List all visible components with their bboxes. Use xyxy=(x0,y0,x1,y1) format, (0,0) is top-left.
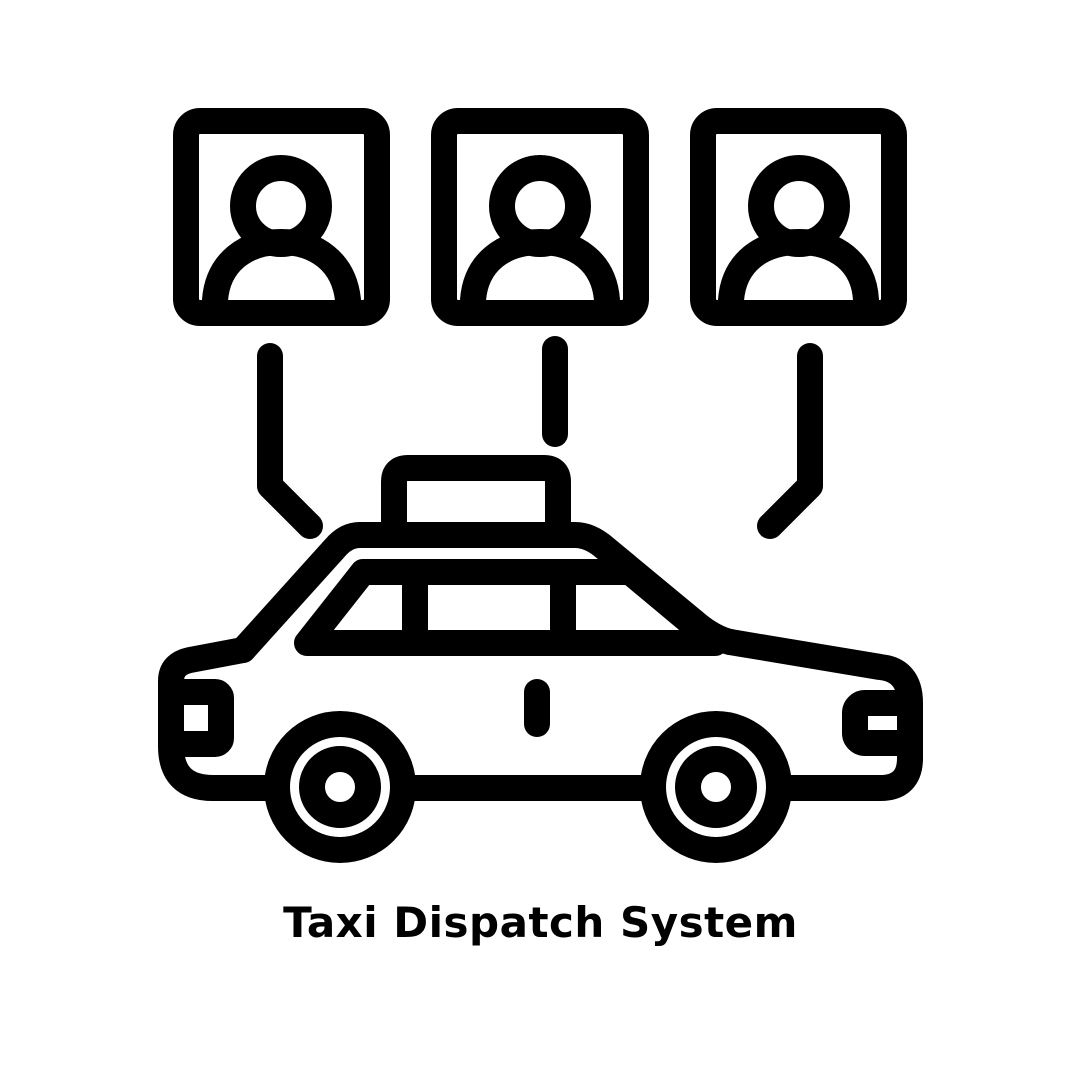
caption-title: Taxi Dispatch System xyxy=(283,898,798,947)
connector-line-icon xyxy=(257,343,323,539)
connector-line-icon xyxy=(757,343,823,539)
user-icon xyxy=(173,108,390,326)
taxi-icon xyxy=(158,455,923,863)
user-icon xyxy=(431,108,649,326)
user-icon xyxy=(690,108,907,326)
